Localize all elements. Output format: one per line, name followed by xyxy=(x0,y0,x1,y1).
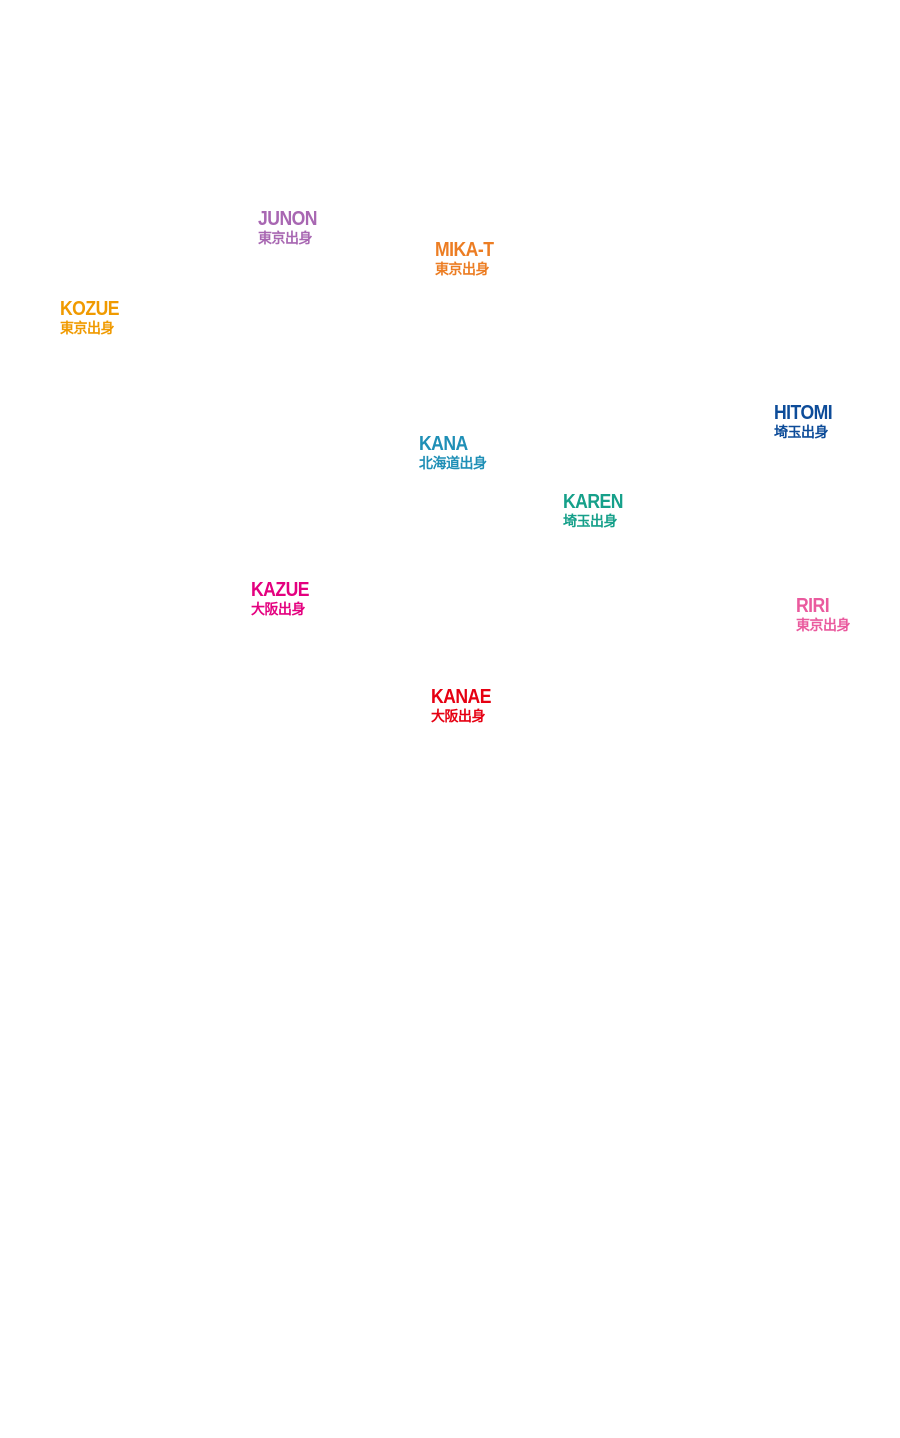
member-name: RIRI xyxy=(796,595,830,617)
member-mika-t[interactable]: MIKA-T 東京出身 xyxy=(435,240,501,277)
member-riri[interactable]: RIRI 東京出身 xyxy=(796,595,851,634)
member-name: MIKA-T xyxy=(435,239,494,261)
member-kozue[interactable]: KOZUE 東京出身 xyxy=(60,299,127,336)
member-name: KOZUE xyxy=(60,298,120,320)
member-origin: 大阪出身 xyxy=(431,709,486,725)
member-origin: 埼玉出身 xyxy=(563,514,618,530)
member-origin: 大阪出身 xyxy=(251,602,305,618)
member-name: KAZUE xyxy=(251,579,310,601)
member-origin: 東京出身 xyxy=(60,321,115,337)
member-kazue[interactable]: KAZUE 大阪出身 xyxy=(251,580,317,617)
member-origin: 北海道出身 xyxy=(419,456,487,472)
member-origin: 東京出身 xyxy=(796,618,851,634)
member-kana[interactable]: KANA 北海道出身 xyxy=(419,434,487,471)
member-origin: 東京出身 xyxy=(258,231,313,247)
member-kanae[interactable]: KANAE 大阪出身 xyxy=(431,687,499,724)
member-name: JUNON xyxy=(258,208,318,230)
member-origin: 埼玉出身 xyxy=(774,425,829,441)
member-junon[interactable]: JUNON 東京出身 xyxy=(258,209,325,246)
member-name: KANAE xyxy=(431,686,491,708)
member-name: KAREN xyxy=(563,491,623,513)
member-name: HITOMI xyxy=(774,402,833,424)
member-origin: 東京出身 xyxy=(435,262,490,278)
member-name: KANA xyxy=(419,433,468,455)
member-karen[interactable]: KAREN 埼玉出身 xyxy=(563,492,631,529)
member-hitomi[interactable]: HITOMI 埼玉出身 xyxy=(774,403,840,440)
